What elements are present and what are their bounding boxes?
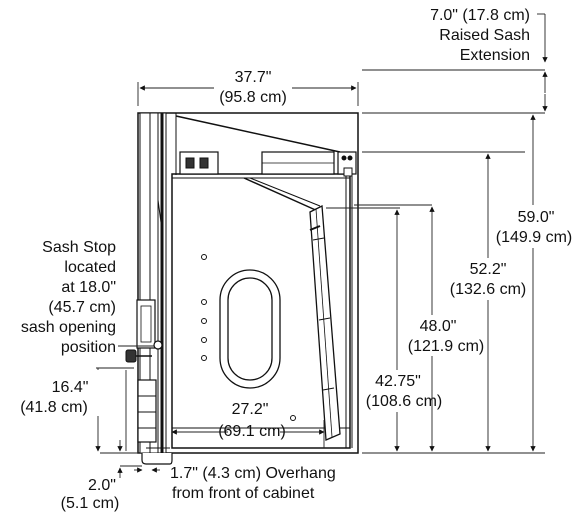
height-48-label-cm: (121.9 cm) [408,338,484,355]
height-164-label-in: 16.4" [52,379,89,396]
height-4275-label-in: 42.75" [375,373,421,390]
raised-ext-label-3: Extension [460,47,530,64]
height-4275-label-cm: (108.6 cm) [366,393,442,410]
height-52-label-in: 52.2" [470,261,507,278]
height-164-label-cm: (41.8 cm) [20,399,88,416]
inner-width-label-cm: (69.1 cm) [218,423,286,440]
service-fixtures [201,254,296,421]
raised-ext-label-2: Raised Sash [439,27,530,44]
inner-width-label-in: 27.2" [232,401,269,418]
height-20-label-in: 2.0" [88,477,116,494]
raised-ext-label-1: 7.0" (17.8 cm) [430,7,530,24]
height-48-label-in: 48.0" [420,318,457,335]
width-label-in: 37.7" [235,69,272,86]
overhang-label-2: from front of cabinet [172,485,315,502]
height-59-label-in: 59.0" [518,209,555,226]
sash-stop-label-5: sash opening [21,319,116,336]
sash-stop-label-2: located [64,259,116,276]
dimension-lines [95,13,548,478]
side-access-oval [219,269,281,389]
rear-baffle [243,177,321,213]
front-post-details [125,199,163,443]
width-label-cm: (95.8 cm) [219,89,287,106]
blower-assembly [179,151,357,177]
sash-stop-label-3: at 18.0" [61,279,116,296]
height-52-label-cm: (132.6 cm) [450,281,526,298]
height-59-label-cm: (149.9 cm) [496,229,572,246]
dimension-labels: 7.0" (17.8 cm) Raised Sash Extension 37.… [20,7,572,512]
sash-stop-label-4: (45.7 cm) [48,299,116,316]
sash-stop-label-6: position [61,339,116,356]
sash-stop-label-1: Sash Stop [42,239,116,256]
height-20-label-cm: (5.1 cm) [61,495,120,512]
overhang-foot [141,447,173,465]
overhang-label-1: 1.7" (4.3 cm) Overhang [170,465,336,482]
sash-panel [309,204,341,441]
